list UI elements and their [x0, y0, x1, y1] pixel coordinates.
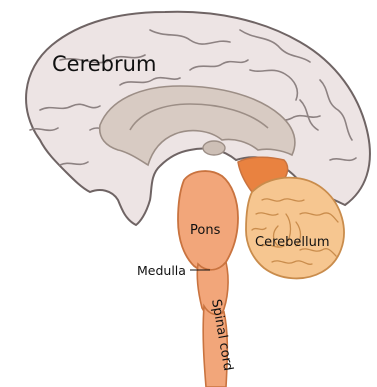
thalamus-mark	[203, 141, 225, 155]
label-pons: Pons	[190, 223, 221, 238]
pons-region	[178, 171, 238, 271]
label-cerebrum: Cerebrum	[52, 52, 156, 76]
label-medulla: Medulla	[137, 263, 186, 278]
label-cerebellum: Cerebellum	[255, 235, 330, 250]
